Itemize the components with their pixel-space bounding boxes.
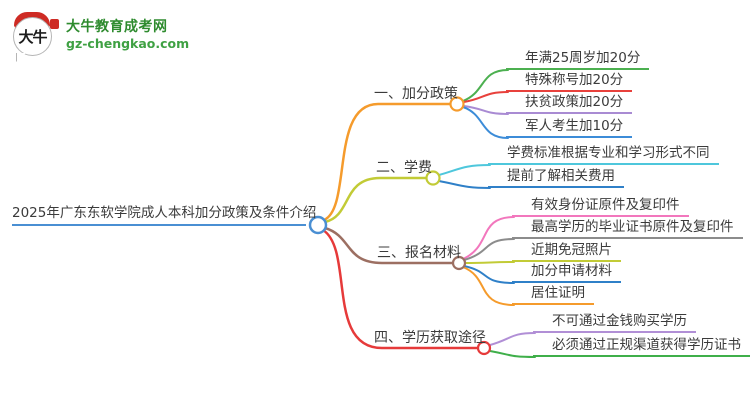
connector-leaf-4-1 [489,332,536,346]
leaf-node-1-2: 特殊称号加20分 [506,72,633,92]
connector-branch-1 [322,102,452,222]
connector-leaf-3-3 [464,261,515,264]
leaf-node-3-3: 近期免冠照片 [512,242,621,262]
connector-branch-3 [323,226,454,265]
leaf-node-3-4: 加分申请材料 [512,263,621,283]
leaf-node-4-1: 不可通过金钱购买学历 [533,313,696,333]
connector-branch-4 [321,228,479,350]
root-node: 2025年广东东软学院成人本科加分政策及条件介绍 [12,204,316,226]
connector-leaf-2-1 [438,164,491,176]
logo-bubble-text: 大牛 [18,28,47,46]
branch-node-3: 三、报名材料 [377,245,461,261]
branch-node-1: 一、加分政策 [374,86,458,102]
connector-leaf-2-2 [438,180,491,189]
leaf-node-3-2: 最高学历的毕业证书原件及复印件 [512,219,743,239]
leaf-node-3-5: 居住证明 [512,285,594,305]
leaf-node-1-4: 军人考生加10分 [506,118,633,138]
connector-leaf-4-2 [489,350,536,358]
logo-bubble-tail [17,53,26,62]
connector-leaf-3-2 [463,238,515,261]
logo-red-seal [50,19,59,29]
leaf-node-1-3: 扶贫政策加20分 [506,94,633,114]
connector-leaf-3-5 [462,266,515,306]
logo-domain: gz-chengkao.com [66,36,190,51]
leaf-node-2-1: 学费标准根据专业和学习形式不同 [488,145,719,165]
branch-3-junction [451,255,467,271]
leaf-node-4-2: 必须通过正规渠道获得学历证书 [533,337,750,357]
connector-leaf-3-1 [462,216,515,260]
logo-bubble: 大牛 [13,17,52,56]
connector-leaf-1-1 [462,69,509,102]
branch-node-4: 四、学历获取途径 [374,330,486,346]
site-logo[interactable]: 大牛 大牛教育成考网 gz-chengkao.com [12,10,189,62]
connector-leaf-1-3 [463,105,509,115]
daniu-speech-bubble-icon: 大牛 [12,10,60,62]
leaf-node-2-2: 提前了解相关费用 [488,168,624,188]
connector-branch-2 [323,176,428,224]
branch-node-2: 二、学费 [376,160,432,176]
branch-4-junction [476,340,492,356]
leaf-node-3-1: 有效身份证原件及复印件 [512,197,689,217]
branch-1-junction [449,96,465,112]
connector-leaf-1-2 [463,91,509,103]
branch-2-junction [425,170,441,186]
connector-leaf-3-4 [463,265,515,284]
logo-text: 大牛教育成考网 gz-chengkao.com [66,19,189,51]
root-junction [308,215,328,235]
leaf-node-1-1: 年满25周岁加20分 [506,50,650,70]
logo-title: 大牛教育成考网 [66,19,168,35]
connector-leaf-1-4 [462,106,509,139]
